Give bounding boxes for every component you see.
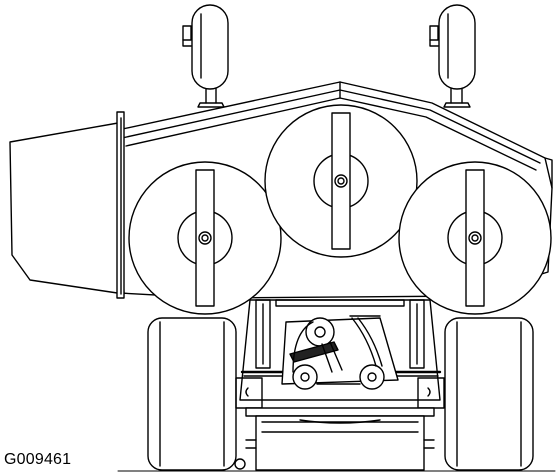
front-frame — [234, 407, 435, 471]
right-drive-wheel — [444, 317, 534, 471]
center-blade — [264, 104, 418, 258]
belt-drive — [281, 315, 399, 390]
right-caster-wheel — [429, 4, 476, 108]
left-caster-wheel — [182, 4, 229, 108]
left-blade — [128, 161, 282, 315]
right-blade — [398, 161, 552, 315]
figure-id-label: G009461 — [4, 451, 72, 468]
left-drive-wheel — [147, 317, 237, 471]
discharge-chute — [9, 111, 125, 299]
